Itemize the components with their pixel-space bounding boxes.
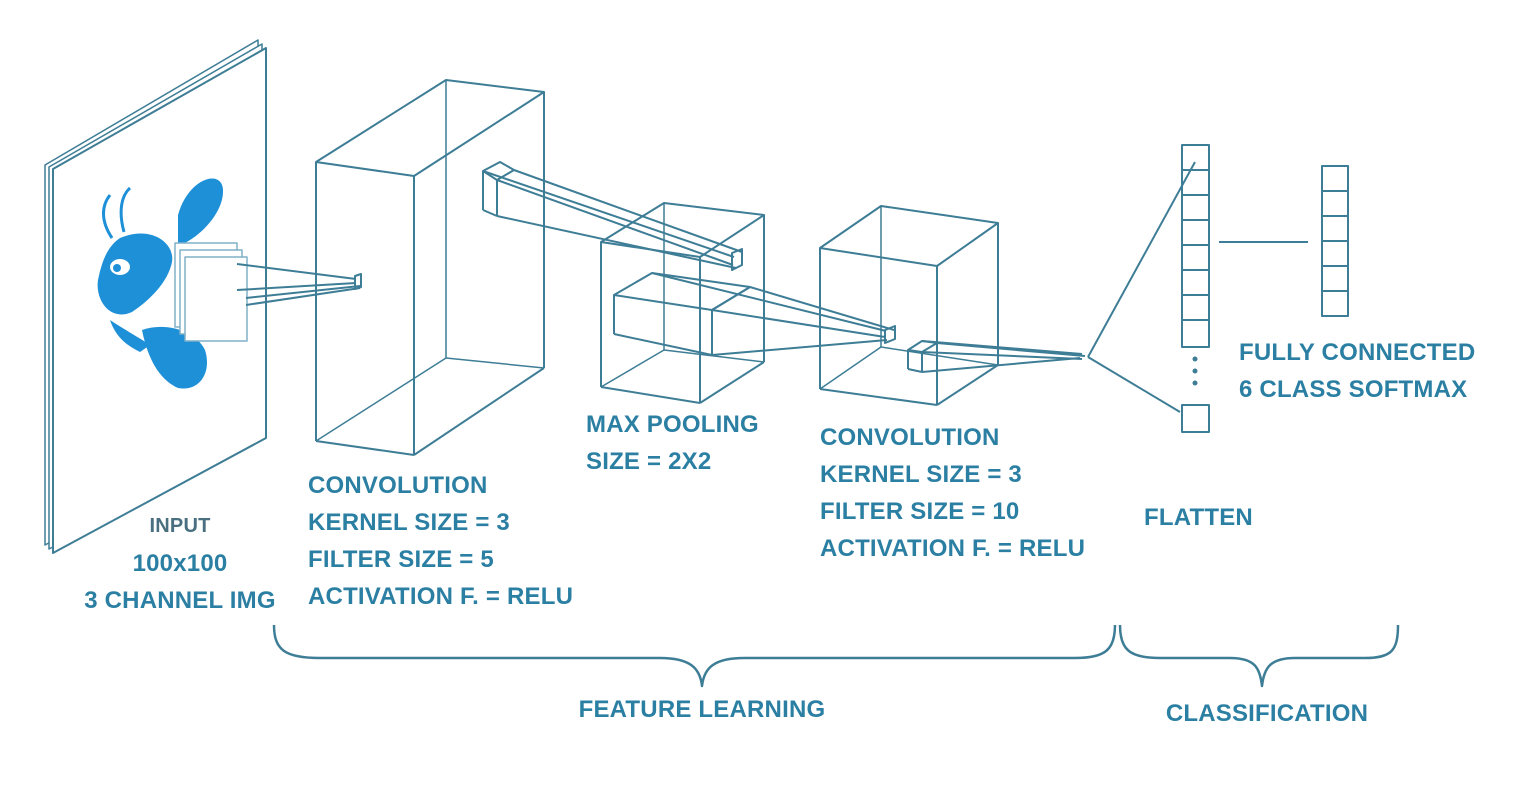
conv1-volume	[315, 79, 545, 456]
input-size: 100x100	[132, 550, 228, 577]
flatten-label: FLATTEN	[1144, 499, 1253, 536]
ellipsis-dots-icon	[1192, 356, 1198, 386]
input-label: INPUT 100x100 3 CHANNEL IMG	[60, 508, 300, 619]
input-image-stack	[44, 39, 267, 554]
pool-size: SIZE = 2X2	[586, 448, 712, 475]
pool-to-conv2-lines	[651, 272, 896, 356]
conv2-filter: FILTER SIZE = 10	[820, 498, 1020, 525]
conv2-title: CONVOLUTION	[820, 424, 1000, 451]
flatten-column	[1181, 144, 1210, 433]
fully-connected-column	[1321, 165, 1349, 317]
fc-line1: FULLY CONNECTED	[1239, 339, 1476, 366]
conv1-activation: ACTIVATION F. = RELU	[308, 583, 574, 610]
pool-label: MAX POOLING SIZE = 2X2	[586, 406, 759, 480]
fc-line2: 6 CLASS SOFTMAX	[1239, 376, 1468, 403]
conv1-title: CONVOLUTION	[308, 472, 488, 499]
classification-brace	[1118, 624, 1400, 688]
conv1-filter: FILTER SIZE = 5	[308, 546, 494, 573]
conv1-label: CONVOLUTION KERNEL SIZE = 3 FILTER SIZE …	[308, 467, 573, 615]
conv2-volume	[819, 205, 999, 406]
feature-learning-brace	[272, 624, 1117, 688]
pool-title: MAX POOLING	[586, 411, 759, 438]
conv2-to-flatten-lines	[921, 161, 1196, 413]
input-filter-squares	[174, 242, 248, 342]
conv2-label: CONVOLUTION KERNEL SIZE = 3 FILTER SIZE …	[820, 419, 1085, 567]
feature-learning-label: FEATURE LEARNING	[578, 696, 826, 723]
input-to-conv1-lines	[236, 263, 362, 306]
bee-logo-icon	[97, 178, 224, 389]
input-channels: 3 CHANNEL IMG	[84, 587, 276, 614]
conv1-receptive-field	[482, 161, 743, 271]
conv2-kernel: KERNEL SIZE = 3	[820, 461, 1022, 488]
flatten-title: FLATTEN	[1144, 504, 1253, 531]
classification-label: CLASSIFICATION	[1165, 700, 1369, 727]
bee-antenna-icon	[102, 186, 132, 239]
conv2-activation: ACTIVATION F. = RELU	[820, 535, 1086, 562]
input-title: INPUT	[149, 515, 211, 537]
fc-label: FULLY CONNECTED 6 CLASS SOFTMAX	[1239, 334, 1475, 408]
conv1-kernel: KERNEL SIZE = 3	[308, 509, 510, 536]
max-pooling-volume	[600, 202, 765, 404]
